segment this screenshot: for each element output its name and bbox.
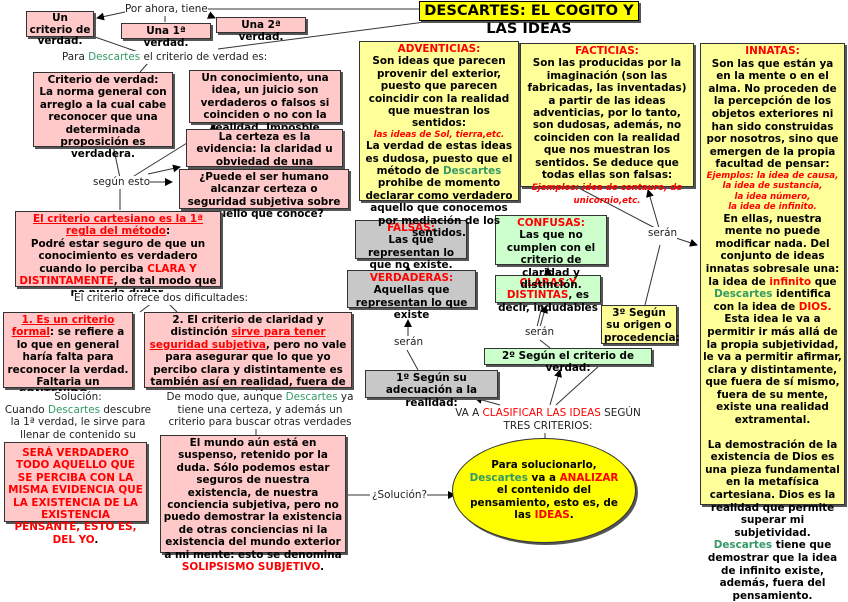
certeza-node: La certeza es la evidencia: la claridad …: [186, 129, 343, 180]
seran-label-1: serán: [394, 336, 424, 349]
verdaderas-node: VERDADERAS: Aquellas que representan lo …: [347, 270, 476, 321]
confusas-node: CONFUSAS: Las que no cumplen con el crit…: [495, 215, 607, 291]
solipsismo-node: El mundo aún está en suspenso, retenido …: [160, 435, 346, 573]
dificultades-label: El criterio ofrece dos dificultades:: [74, 292, 248, 305]
criterio-3-node: 3º Según su origen o procedencia:: [601, 305, 680, 344]
descartes-link: Descartes: [88, 51, 141, 63]
innatas-node: INNATAS: Son las que están ya en la ment…: [700, 43, 845, 602]
primera-verdad-node: Una 1ª verdad.: [121, 23, 211, 49]
seran-label-2: serán: [525, 326, 555, 339]
seran-label-3: serán: [648, 227, 678, 240]
page-title: DESCARTES: EL COGITO Y LAS IDEAS: [419, 1, 639, 37]
analizar-ideas-ellipse: Para solucionarlo, Descartes va a ANALIZ…: [452, 438, 636, 543]
conocimiento-node: Un conocimiento, una idea, un juicio son…: [189, 70, 341, 146]
segunda-verdad-node: Una 2ª verdad.: [216, 17, 306, 43]
regla-metodo-node: El criterio cartesiano es la 1ª regla de…: [15, 211, 221, 299]
facticias-node: FACTICIAS: Son las producidas por la ima…: [520, 43, 694, 206]
criterio-definicion-node: Criterio de verdad: La norma general con…: [33, 72, 173, 160]
sera-verdadero-node: SERÁ VERDADERO TODO AQUELLO QUE SE PERCI…: [4, 442, 147, 546]
criterio-2-node: 2º Según el criterio de verdad:: [484, 348, 652, 374]
claras-distintas-node: CLARAS Y DISTINTAS, es decir, indudables: [495, 275, 601, 314]
de-modo-label: De modo que, aunque Descartes ya tiene u…: [160, 391, 360, 429]
criterio-verdad-node: Un criterio de verdad.: [26, 11, 94, 47]
adventicias-node: ADVENTICIAS: Son ideas que parecen prove…: [359, 41, 519, 239]
dificultad-1-node: 1. Es un criterio formal: se refiere a l…: [3, 312, 133, 413]
segun-esto-label: según esto: [93, 176, 151, 189]
falsas-node: FALSAS: Las que representan lo que no ex…: [355, 220, 467, 271]
para-descartes-label: Para Descartes el criterio de verdad es:: [62, 51, 268, 64]
clasificar-label: VA A CLASIFICAR LAS IDEAS SEGÚN TRES CRI…: [455, 407, 641, 432]
criterio-1-node: 1º Según su adecuación a la realidad:: [365, 370, 498, 409]
solucion-question-label: ¿Solución?: [372, 489, 427, 502]
pregunta-node: ¿Puede el ser humano alcanzar certeza o …: [179, 169, 349, 220]
por-ahora-label: Por ahora, tiene: [125, 3, 208, 16]
dificultad-2-node: 2. El criterio de claridad y distinción …: [144, 312, 352, 400]
